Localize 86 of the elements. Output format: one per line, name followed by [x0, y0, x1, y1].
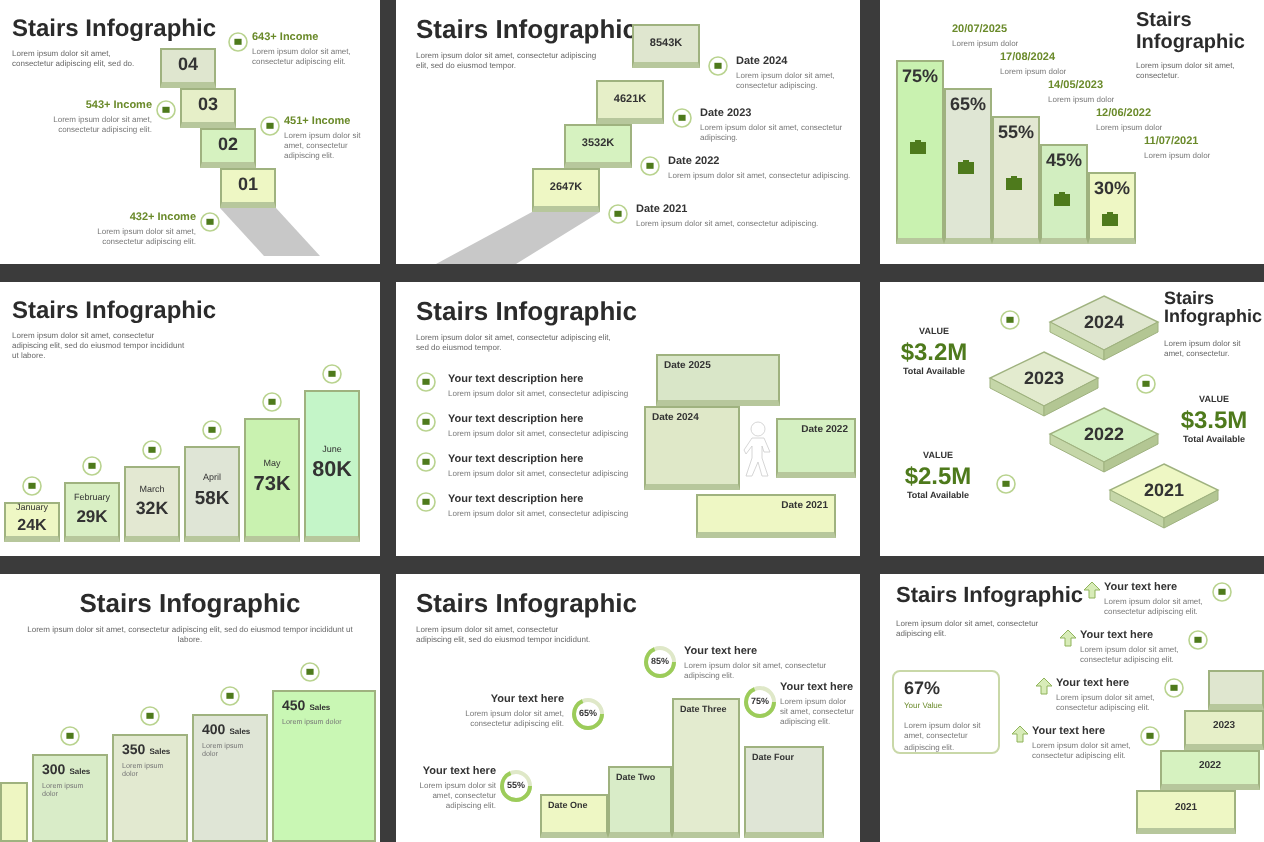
stair-bar [1040, 144, 1088, 244]
slide-title: Stairs Infographic [1164, 290, 1260, 328]
value-number: $2.5M [902, 462, 974, 490]
stair-step [1160, 750, 1260, 790]
stair-bar [896, 60, 944, 244]
step-label: 01 [237, 176, 258, 196]
stair-block [696, 494, 836, 538]
progress-ring [572, 698, 604, 730]
month-block [244, 418, 300, 542]
value-label: 29K [76, 507, 108, 527]
slide-panel [396, 574, 860, 842]
value-label: 80K [312, 459, 352, 483]
month-block [64, 482, 120, 542]
slide-title: Stairs Infographic [12, 16, 217, 42]
stair-step [200, 128, 256, 168]
progress-ring [500, 770, 532, 802]
percent-label: 55% [997, 124, 1034, 144]
percent-label: 30% [1093, 180, 1130, 200]
stair-block [656, 354, 780, 406]
stair-block [644, 406, 740, 490]
slide-panel [880, 0, 1264, 264]
stair-bar [0, 782, 28, 842]
isometric-tile [1108, 462, 1220, 530]
stair-bar [944, 88, 992, 244]
slide-title: Stairs Infographic [1136, 12, 1247, 54]
year-label: 2024 [1083, 313, 1125, 333]
isometric-tile [1048, 406, 1160, 474]
stair-block [776, 418, 856, 478]
slide-panel [0, 0, 380, 264]
slide-title: Stairs Infographic [12, 298, 217, 324]
sales-bar [112, 734, 188, 842]
stair-step [1136, 790, 1236, 834]
stair-step [632, 24, 700, 68]
slide-title: Stairs Infographic [416, 590, 638, 618]
month-block [4, 502, 60, 542]
sales-bar [32, 754, 108, 842]
slide-panel [880, 282, 1264, 556]
stair-step [532, 168, 600, 212]
step-label: 02 [217, 136, 238, 156]
value-label: 73K [253, 473, 291, 497]
stair-block [744, 746, 824, 838]
slide-panel [880, 574, 1264, 842]
stair-step [1208, 670, 1264, 710]
year-label: 2021 [1143, 481, 1185, 501]
slide-title: Stairs Infographic [896, 586, 1084, 610]
month-block [304, 390, 360, 542]
sales-bar [192, 714, 268, 842]
value-number: $3.5M [1178, 406, 1250, 434]
stair-step [180, 88, 236, 128]
step-label: 04 [177, 56, 198, 76]
month-block [184, 446, 240, 542]
value-label: 24K [17, 518, 47, 536]
value-label: 32K [135, 499, 169, 519]
value-label: 58K [194, 488, 230, 510]
stair-step [160, 48, 216, 88]
year-label: 2022 [1083, 425, 1125, 445]
isometric-tile [1048, 294, 1160, 362]
slide-panel [396, 282, 860, 556]
stair-step [564, 124, 632, 168]
slide-title: Stairs Infographic [77, 590, 303, 618]
stair-step [220, 168, 276, 208]
slide-panel [0, 574, 380, 842]
isometric-tile [988, 350, 1100, 418]
progress-ring [744, 686, 776, 718]
stair-step [596, 80, 664, 124]
value-number: $3.2M [898, 338, 970, 366]
stair-block [672, 698, 740, 838]
stair-block [608, 766, 672, 838]
sales-bar [272, 690, 376, 842]
percent-label: 75% [901, 68, 938, 88]
percent-label: 65% [949, 96, 986, 116]
step-label: 03 [197, 96, 218, 116]
stair-block [540, 794, 608, 838]
month-block [124, 466, 180, 542]
slide-panel [396, 0, 860, 264]
slide-title: Stairs Infographic [416, 298, 638, 326]
value-card [892, 670, 1000, 754]
slide-panel [0, 282, 380, 556]
stair-bar [992, 116, 1040, 244]
percent-label: 45% [1045, 152, 1082, 172]
year-label: 2023 [1023, 369, 1065, 389]
stair-step [1184, 710, 1264, 750]
percent-value: 67% [904, 680, 941, 700]
progress-ring [644, 646, 676, 678]
slide-title: Stairs Infographic [416, 16, 638, 44]
stair-bar [1088, 172, 1136, 244]
